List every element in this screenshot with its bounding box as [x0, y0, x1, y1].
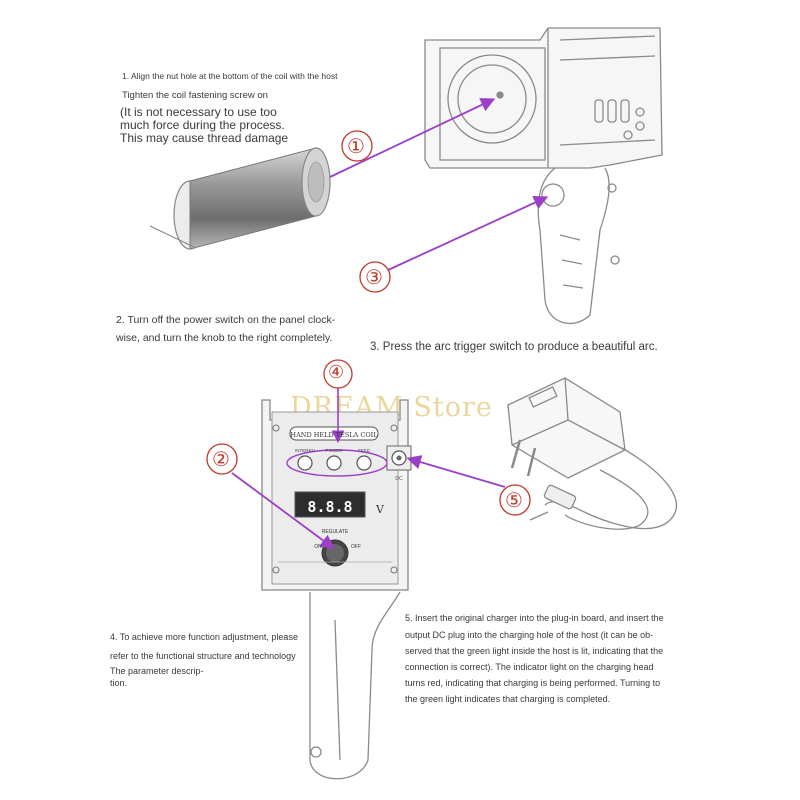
callout-2: ② [212, 447, 230, 471]
step2-line2: wise, and turn the knob to the right com… [116, 332, 333, 344]
callout-1: ① [347, 134, 365, 158]
step4-line2: refer to the functional structure and te… [110, 651, 296, 661]
step3-line1: 3. Press the arc trigger switch to produ… [370, 341, 658, 353]
step1-line3: (It is not necessary to use too [120, 105, 277, 119]
callout-3: ③ [365, 265, 383, 289]
step1-line2: Tighten the coil fastening screw on [122, 90, 268, 101]
step1-line1: 1. Align the nut hole at the bottom of t… [122, 71, 338, 81]
arrow-3 [387, 195, 549, 271]
gun-top-illustration [424, 27, 663, 324]
step1-line4: much force during the process. [120, 118, 285, 132]
highlight-ellipse-leds [286, 449, 388, 477]
callout-circle-2 [206, 443, 238, 475]
step5-line3: served that the green light inside the h… [405, 646, 664, 656]
callout-5: ⑤ [505, 488, 523, 512]
arrow-5 [406, 455, 506, 488]
step5-line2: output DC plug into the charging hole of… [405, 630, 654, 640]
charger-illustration [507, 377, 677, 530]
callout-circle-4 [323, 359, 353, 389]
step1-line5: This may cause thread damage [120, 131, 289, 145]
step4-line1: 4. To achieve more function adjustment, … [110, 632, 298, 642]
step5-line5: turns red, indicating that charging is b… [405, 678, 661, 688]
callout-circle-1 [341, 130, 373, 162]
panel-title: HAND HELD TESLA COIL [290, 431, 378, 439]
regulate-label: REGULATE [322, 529, 349, 535]
callout-circle-5 [499, 484, 531, 516]
arrow-1 [329, 98, 496, 178]
callout-4: ④ [328, 362, 345, 383]
step5-line6: the green light indicates that charging … [405, 694, 611, 704]
coil-illustration [149, 147, 331, 250]
led-label-feed: FEED [358, 448, 371, 453]
arrow-2 [231, 472, 335, 550]
step2-line1: 2. Turn off the power switch on the pane… [116, 314, 336, 326]
callout-circle-3 [359, 261, 391, 293]
step4-line4: tion. [110, 678, 128, 688]
display-unit: V [375, 503, 385, 516]
led-label-interru: INTERRU [295, 448, 315, 453]
dc-jack-label: DC [395, 476, 403, 482]
knob-on-label: ON [314, 544, 322, 550]
step4-line3: The parameter descrip- [110, 666, 204, 676]
step5-line1: 5. Insert the original charger into the … [405, 613, 664, 623]
control-panel-illustration [261, 399, 412, 591]
voltage-display: 8.8.8 [307, 498, 352, 516]
gun-handle-illustration [309, 591, 401, 780]
knob-off-label: OFF [351, 544, 361, 550]
step5-line4: connection is correct). The indicator li… [405, 662, 654, 672]
led-label-power: POWER [325, 448, 343, 453]
